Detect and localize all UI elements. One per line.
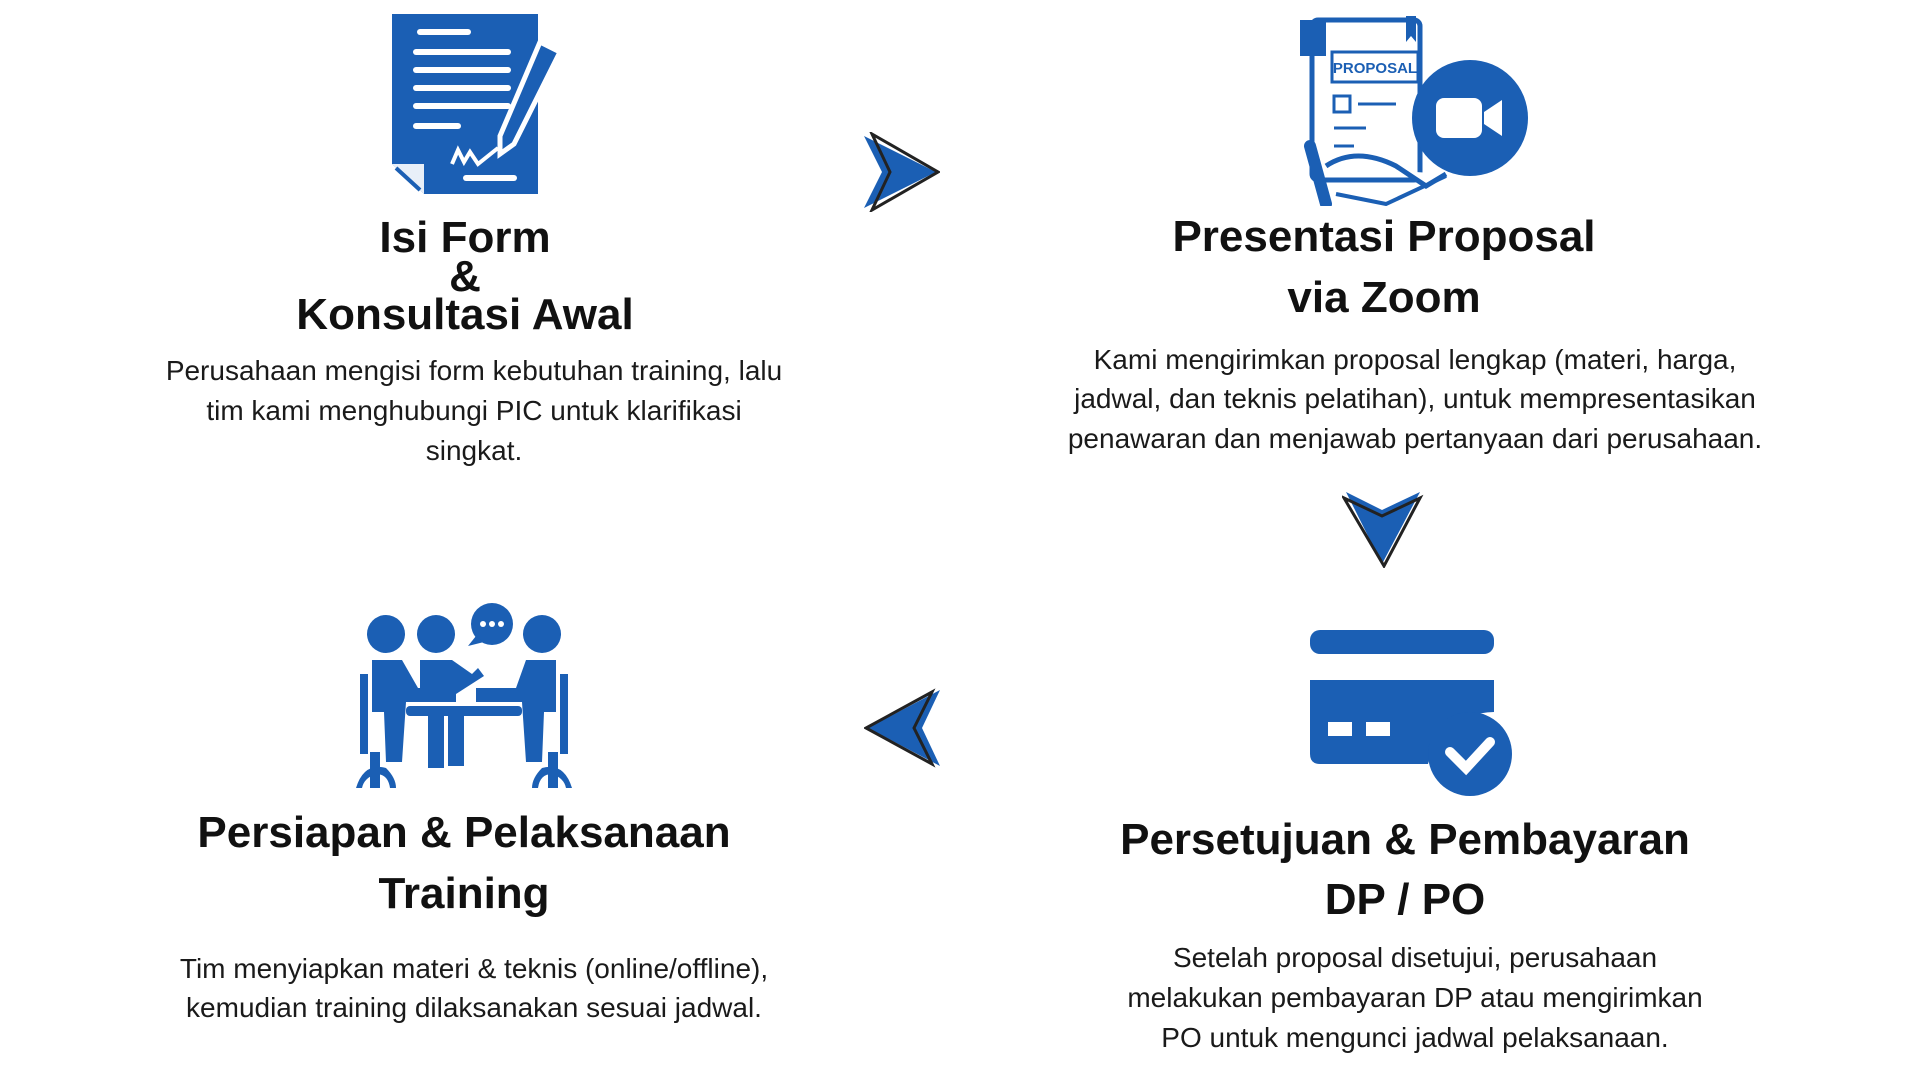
step-1-title-line-2: & bbox=[449, 252, 481, 301]
arrow-left-icon bbox=[864, 688, 940, 768]
step-3-desc-line-2: melakukan pembayaran DP atau mengirimkan bbox=[1127, 982, 1703, 1013]
step-3-title-line-2: DP / PO bbox=[1324, 875, 1486, 924]
step-4-desc-line-2: kemudian training dilaksanakan sesuai ja… bbox=[186, 992, 762, 1023]
payment-card-check-icon bbox=[1310, 630, 1512, 796]
step-1-desc-line-2: tim kami menghubungi PIC untuk klarifika… bbox=[206, 395, 742, 426]
form-sign-icon bbox=[392, 14, 564, 194]
step-4-title-line-1: Persiapan & Pelaksanaan bbox=[197, 808, 731, 857]
step-1-title-line-1: Isi Form bbox=[379, 213, 551, 262]
step-2-desc-line-1: Kami mengirimkan proposal lengkap (mater… bbox=[1093, 344, 1737, 375]
arrow-down-icon bbox=[1342, 492, 1424, 568]
step-1-title-line-3: Konsultasi Awal bbox=[296, 290, 634, 339]
step-4-desc-line-1: Tim menyiapkan materi & teknis (online/o… bbox=[179, 953, 769, 984]
step-3-title-line-1: Persetujuan & Pembayaran bbox=[1120, 815, 1690, 864]
meeting-team-icon bbox=[356, 603, 572, 788]
step-2-title-line-1: Presentasi Proposal bbox=[1172, 212, 1596, 261]
step-1-desc-line-3: singkat. bbox=[425, 435, 523, 466]
step-4-title-line-2: Training bbox=[378, 869, 550, 918]
step-3-desc-line-1: Setelah proposal disetujui, perusahaan bbox=[1172, 942, 1658, 973]
step-3-desc-line-3: PO untuk mengunci jadwal pelaksanaan. bbox=[1161, 1022, 1669, 1053]
proposal-label: PROPOSAL bbox=[1333, 60, 1417, 77]
step-2-desc-line-2: jadwal, dan teknis pelatihan), untuk mem… bbox=[1074, 383, 1756, 414]
step-2-desc-line-3: penawaran dan menjawab pertanyaan dari p… bbox=[1067, 423, 1763, 454]
step-1-desc-line-1: Perusahaan mengisi form kebutuhan traini… bbox=[165, 355, 783, 386]
arrow-right-icon bbox=[864, 132, 940, 212]
step-2-title-line-2: via Zoom bbox=[1287, 273, 1481, 322]
proposal-zoom-icon: PROPOSAL bbox=[1300, 16, 1528, 206]
